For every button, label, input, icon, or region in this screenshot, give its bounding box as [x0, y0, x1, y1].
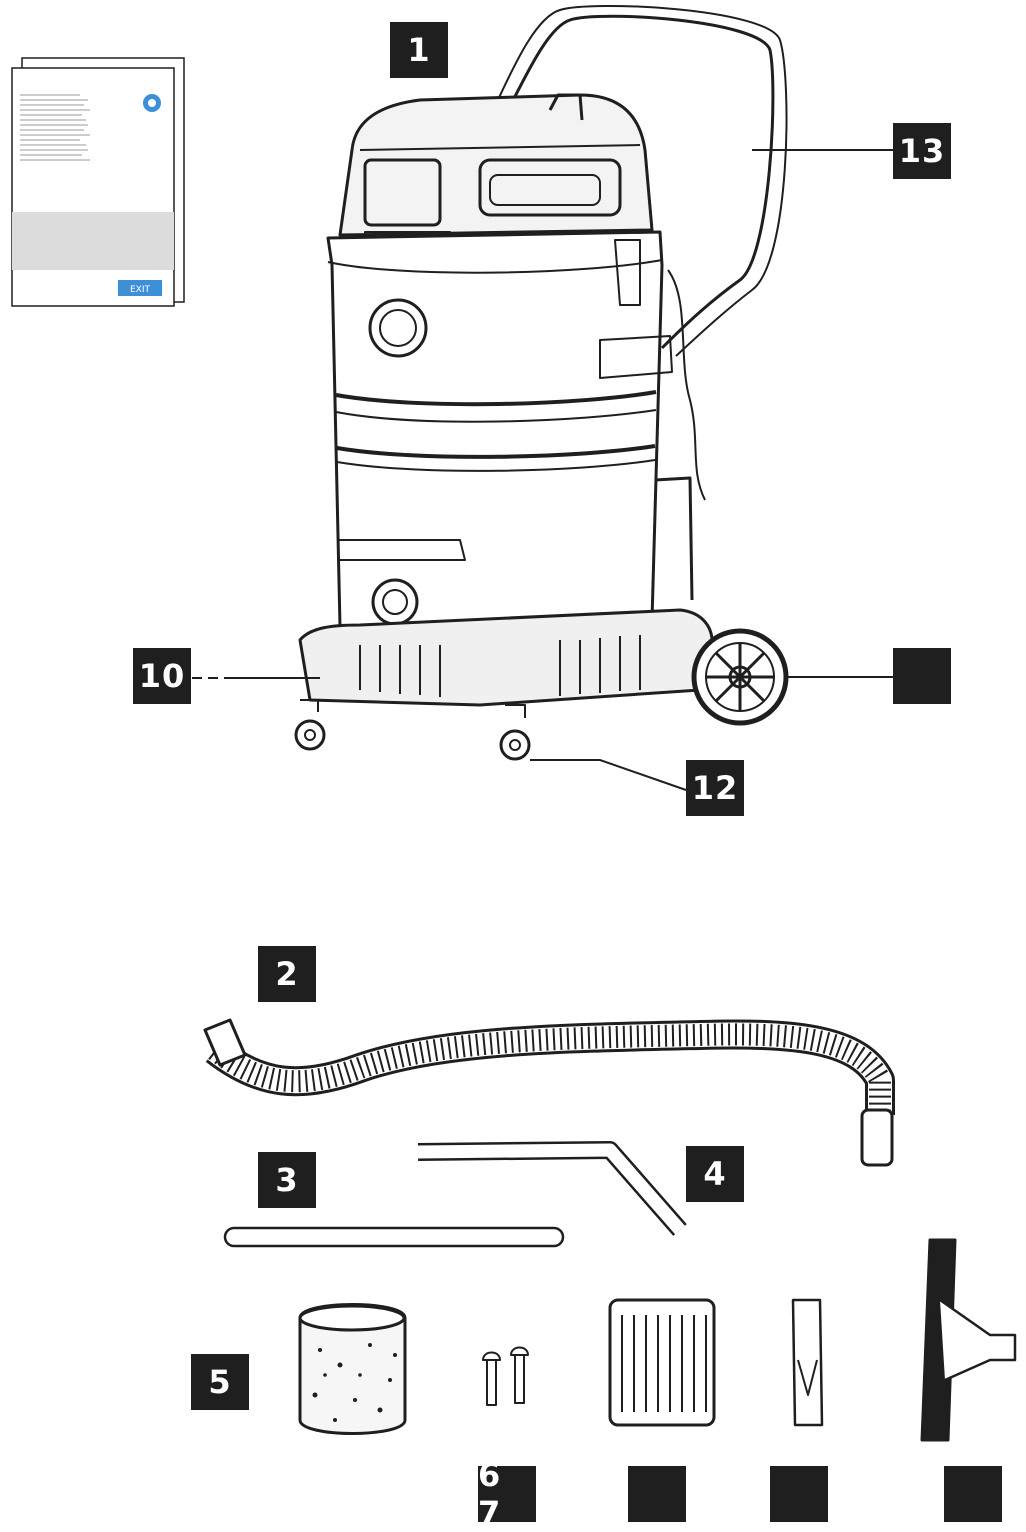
manual-booklet: EXIT	[11, 57, 185, 307]
base-tray	[298, 608, 714, 707]
cartridge-filter	[608, 1298, 716, 1427]
callout-filter	[628, 1466, 686, 1522]
callout-3: 3	[258, 1152, 316, 1208]
manual-button-label: EXIT	[130, 285, 151, 295]
motor-head	[338, 93, 654, 237]
screws	[482, 1346, 529, 1406]
callout-wheel	[893, 648, 951, 704]
callout-10: 10	[133, 648, 191, 704]
straight-tube	[223, 1226, 565, 1248]
hose-nozzle	[860, 1108, 894, 1167]
power-cable	[667, 269, 706, 501]
push-handle	[503, 14, 775, 350]
castor-front	[499, 729, 531, 761]
callout-2: 2	[258, 946, 316, 1002]
callout-1: 1	[390, 22, 448, 78]
leader-lines	[192, 149, 893, 791]
accessories	[203, 1018, 1017, 1442]
inlet-port	[368, 298, 428, 358]
callout-12: 12	[686, 760, 744, 816]
floor-nozzle	[920, 1238, 957, 1442]
callout-5: 5	[191, 1354, 249, 1410]
vacuum-cleaner	[294, 4, 789, 761]
callout-13: 13	[893, 123, 951, 179]
callout-floor	[944, 1466, 1002, 1522]
tank	[326, 230, 664, 628]
callout-crevice	[770, 1466, 828, 1522]
callout-6-7: 6 7	[478, 1456, 536, 1532]
callout-4: 4	[686, 1146, 744, 1202]
crevice-nozzle	[791, 1298, 824, 1427]
castor-left	[294, 719, 326, 751]
